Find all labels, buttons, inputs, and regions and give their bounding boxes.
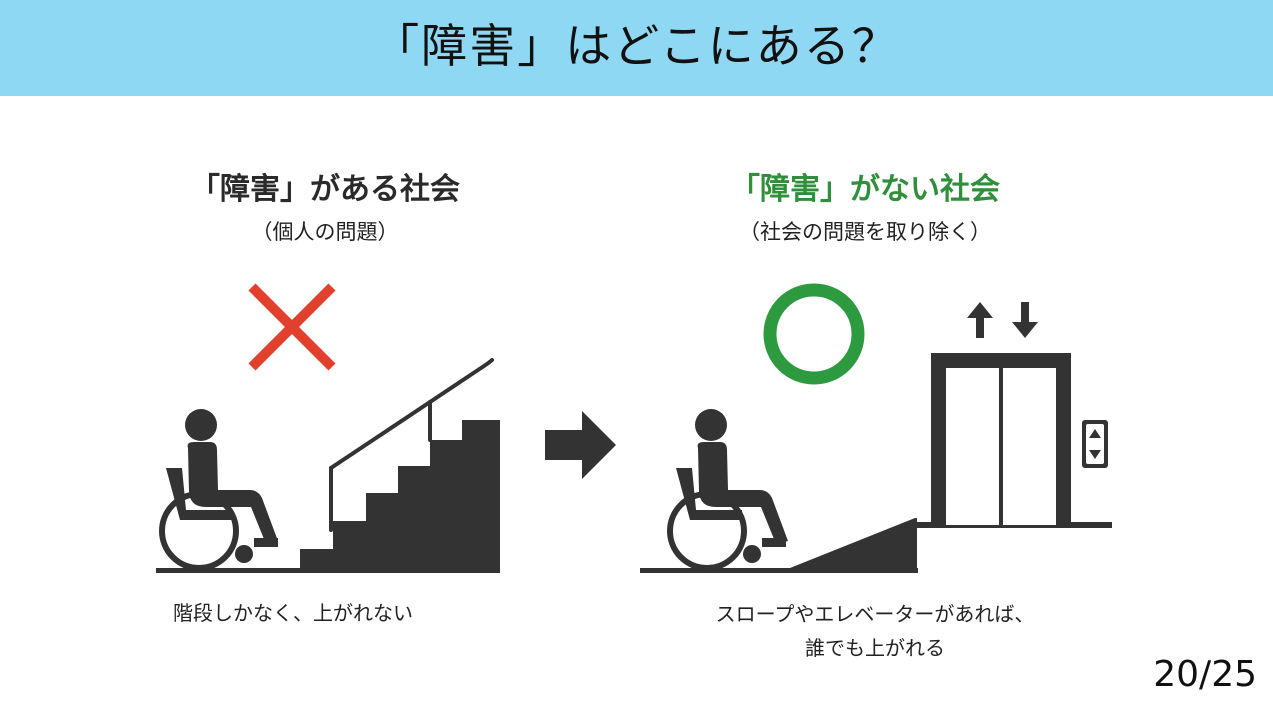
down-arrow-icon (1012, 302, 1038, 338)
left-heading: 「障害」がある社会 (190, 172, 460, 207)
right-caption: スロープやエレベーターがあれば、 誰でも上がれる (640, 597, 1110, 665)
left-ground-line (156, 568, 500, 573)
circle-mark-icon (763, 283, 865, 385)
wheelchair-user-ramp-icon (667, 409, 788, 571)
cross-mark-icon (248, 283, 336, 371)
right-ground-line (640, 568, 918, 573)
elevator-icon (931, 353, 1071, 525)
right-subheading: （社会の問題を取り除く） (739, 220, 991, 244)
right-caption-line1: スロープやエレベーターがあれば、 (715, 602, 1035, 626)
up-arrow-icon (967, 302, 993, 338)
wheelchair-user-icon (159, 409, 278, 571)
slide-title: 「障害」はどこにある？ (373, 19, 900, 73)
page-number: 20/25 (1153, 654, 1257, 695)
handrail-icon (329, 358, 494, 532)
elevator-call-button-icon (1082, 420, 1108, 468)
left-caption: 階段しかなく、上がれない (173, 601, 413, 625)
ramp-icon (785, 518, 917, 570)
staircase-icon (300, 420, 500, 570)
right-caption-line2: 誰でも上がれる (805, 636, 945, 660)
right-arrow-icon (545, 411, 616, 479)
title-banner (0, 0, 1273, 96)
left-subheading: （個人の問題） (251, 220, 399, 244)
right-heading: 「障害」がない社会 (730, 172, 1000, 207)
